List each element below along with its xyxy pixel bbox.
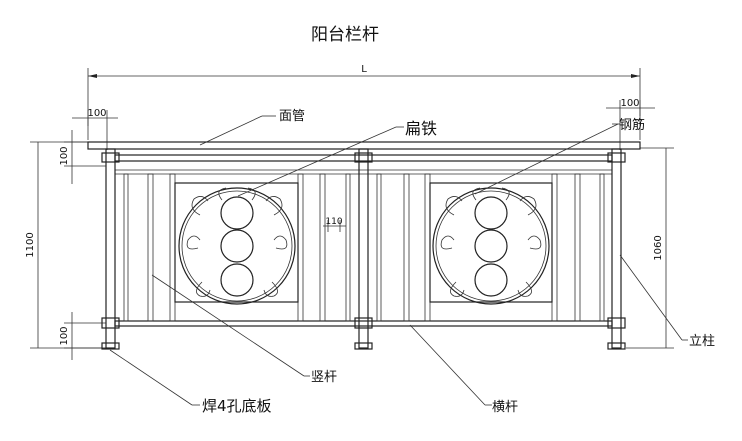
post-left [101, 148, 120, 350]
right-medallion [432, 187, 550, 305]
dim-bottom-height: 100 [59, 312, 106, 360]
dim-post-height: 1060 [626, 147, 674, 349]
dim-left-offset: 100 [72, 108, 118, 150]
dim-post-height-label: 1060 [653, 235, 664, 260]
dim-overall-length: L [87, 64, 641, 140]
dim-center-gap: 110 [323, 217, 346, 232]
top-rail [87, 141, 641, 150]
dim-overall-height: 1100 [25, 141, 106, 349]
label-flat-iron: 扁铁 [405, 119, 437, 138]
right-panel-balusters [376, 173, 605, 322]
dim-overall-length-label: L [361, 64, 367, 75]
label-baluster: 竖杆 [311, 370, 337, 385]
drawing-title: 阳台栏杆 [311, 25, 379, 45]
leader-top-rail: 面管 [199, 109, 305, 146]
leader-base-plate: 焊4孔底板 [109, 349, 272, 415]
leader-rebar: 钢筋 [474, 117, 645, 195]
dim-overall-height-label: 1100 [25, 232, 36, 257]
label-base-plate: 焊4孔底板 [202, 397, 272, 415]
label-post: 立柱 [689, 334, 715, 349]
dim-rail-height-label: 100 [59, 146, 70, 165]
dim-rail-height: 100 [59, 130, 106, 184]
lower-crossbar [114, 320, 613, 327]
leader-baluster: 竖杆 [151, 274, 337, 385]
dim-center-gap-label: 110 [325, 217, 342, 227]
label-top-rail: 面管 [279, 109, 305, 124]
leader-crossbar: 横杆 [409, 324, 518, 415]
dim-right-offset-label: 100 [620, 98, 639, 109]
label-rebar: 钢筋 [619, 117, 645, 133]
upper-crossbar [114, 154, 613, 175]
left-medallion [178, 187, 296, 305]
leader-flat-iron: 扁铁 [237, 119, 437, 197]
leader-post: 立柱 [619, 254, 715, 349]
label-crossbar: 横杆 [492, 400, 518, 415]
post-right [607, 148, 626, 350]
dim-left-offset-label: 100 [87, 108, 106, 119]
post-middle [354, 148, 373, 350]
dim-bottom-height-label: 100 [59, 326, 70, 345]
left-panel-balusters [123, 173, 351, 322]
